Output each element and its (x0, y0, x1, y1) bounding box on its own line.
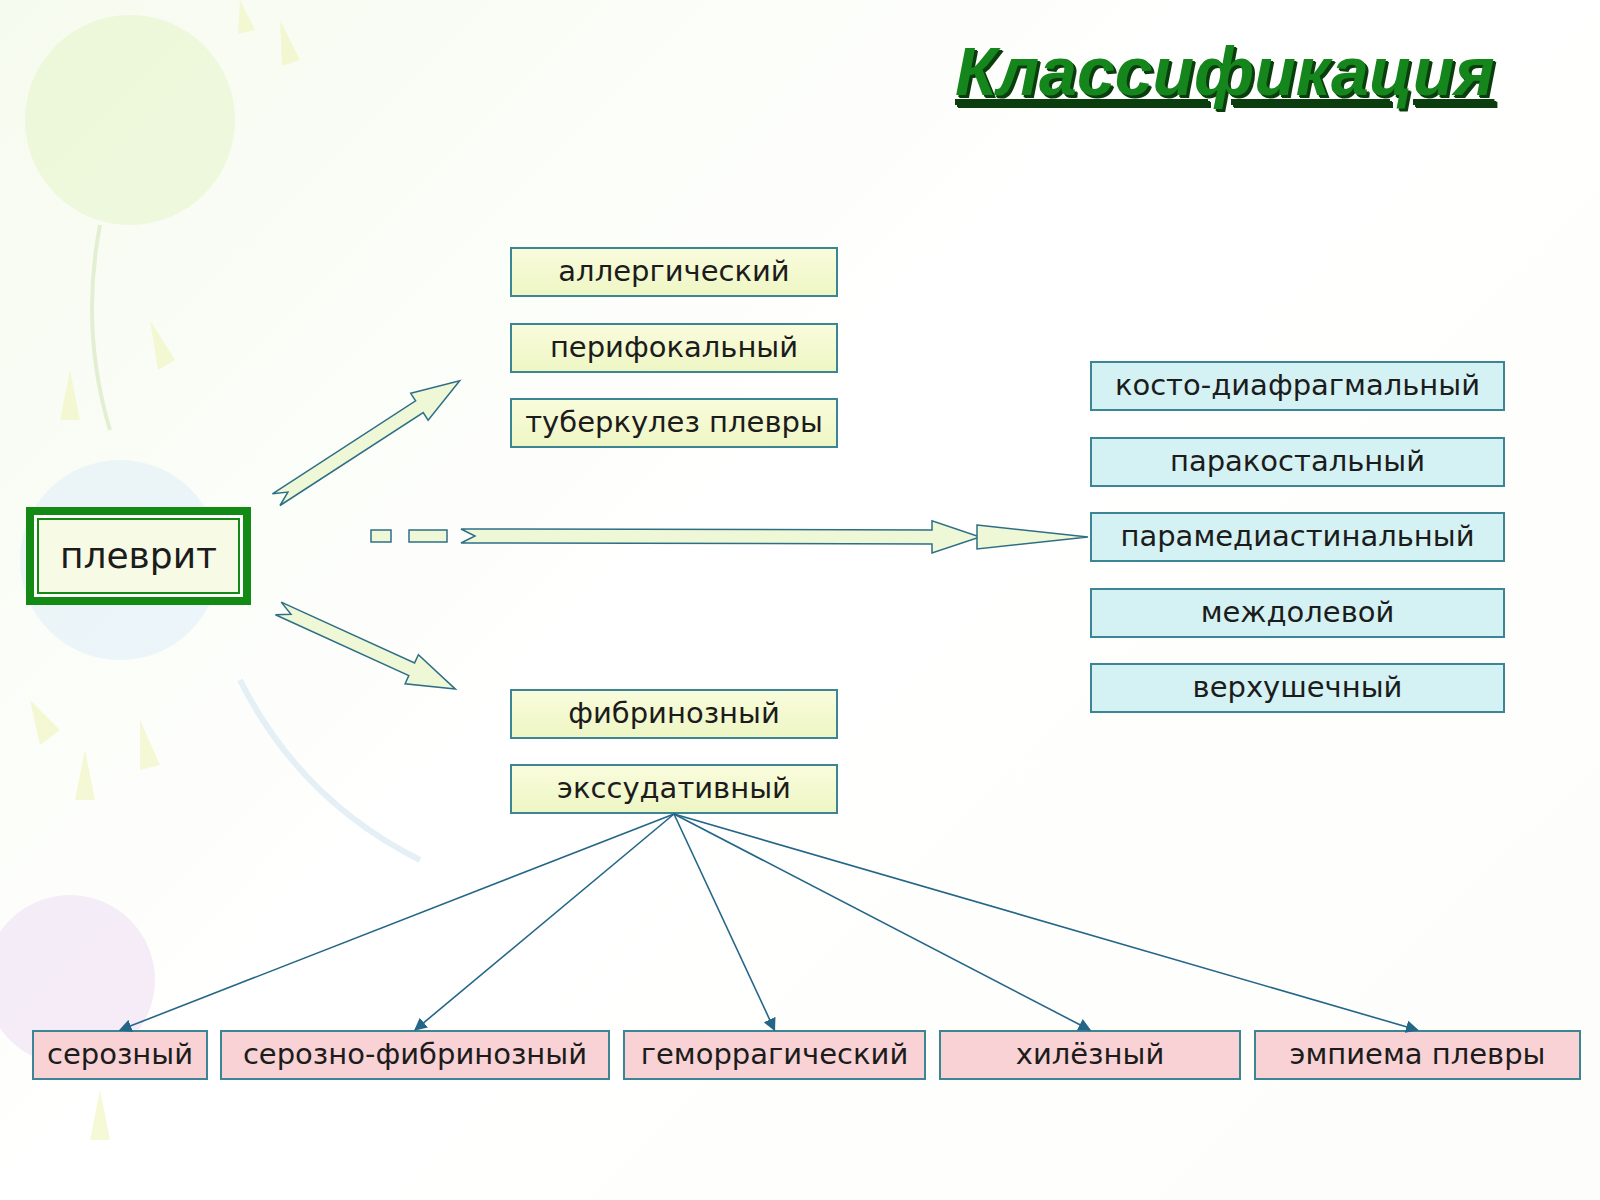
balloon-string (92, 225, 110, 430)
class-box: экссудативный (510, 764, 838, 814)
class-box: аллергический (510, 247, 838, 297)
class-box: серозный (32, 1030, 208, 1080)
thin-arrow (674, 814, 775, 1030)
node-label: аллергический (558, 255, 789, 288)
class-box: паракостальный (1090, 437, 1505, 487)
class-box: хилёзный (939, 1030, 1241, 1080)
slide-title: Классификация (955, 32, 1494, 110)
class-box: фибринозный (510, 689, 838, 739)
class-box: серозно-фибринозный (220, 1030, 610, 1080)
node-label: перифокальный (550, 331, 798, 364)
node-label: фибринозный (568, 697, 780, 730)
node-label: геморрагический (641, 1038, 909, 1071)
class-box: перифокальный (510, 323, 838, 373)
node-label: серозно-фибринозный (243, 1038, 587, 1071)
class-box: эмпиема плевры (1254, 1030, 1581, 1080)
class-box: междолевой (1090, 588, 1505, 638)
node-label: туберкулез плевры (525, 406, 823, 439)
class-box: парамедиастинальный (1090, 512, 1505, 562)
sun-rays (30, 0, 300, 1140)
node-label: косто-диафрагмальный (1115, 369, 1480, 402)
node-label: парамедиастинальный (1120, 520, 1474, 553)
node-label: междолевой (1201, 596, 1395, 629)
root-box: плеврит (26, 507, 251, 605)
class-box: верхушечный (1090, 663, 1505, 713)
balloon-decor (25, 15, 235, 225)
class-box: геморрагический (623, 1030, 926, 1080)
node-label: хилёзный (1016, 1038, 1165, 1071)
block-arrow (272, 381, 459, 506)
node-label: плеврит (60, 535, 217, 576)
thin-arrow (674, 814, 1418, 1030)
arrow-dash (409, 530, 447, 542)
node-label: эмпиема плевры (1289, 1038, 1545, 1071)
class-box: туберкулез плевры (510, 398, 838, 448)
node-label: верхушечный (1193, 671, 1403, 704)
arrow-dash (371, 530, 391, 542)
node-label: экссудативный (557, 772, 791, 805)
arrow-tip (977, 525, 1088, 549)
node-label: серозный (47, 1038, 193, 1071)
block-arrow (275, 602, 455, 689)
block-arrow (461, 521, 980, 553)
thin-arrow (674, 814, 1090, 1030)
thin-arrow (120, 814, 674, 1030)
balloon-string (240, 680, 420, 860)
thin-arrow (415, 814, 674, 1030)
class-box: косто-диафрагмальный (1090, 361, 1505, 411)
node-label: паракостальный (1170, 445, 1425, 478)
